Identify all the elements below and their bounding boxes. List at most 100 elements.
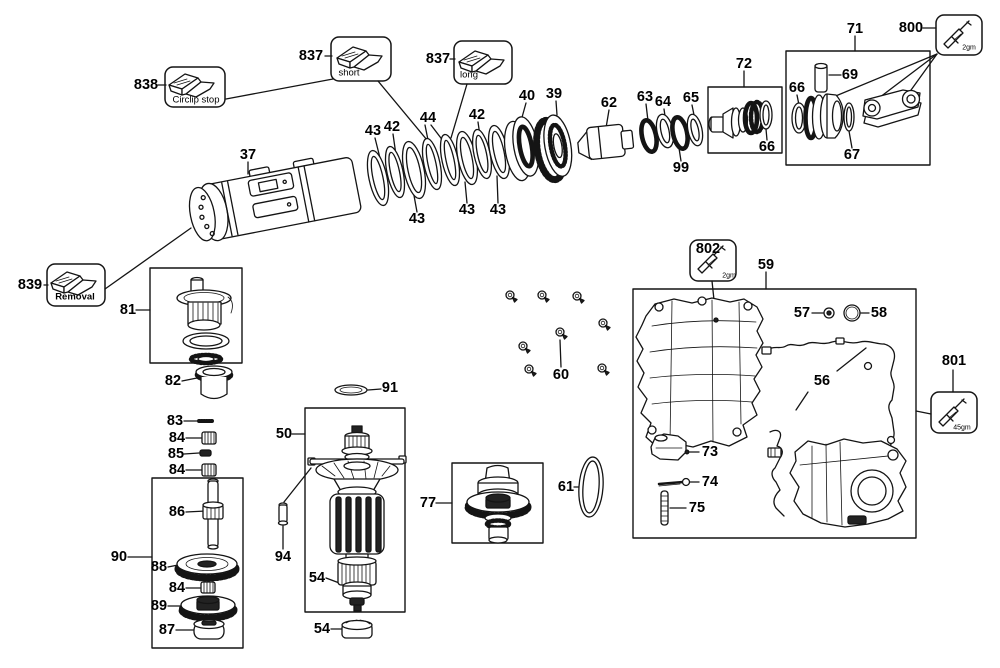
part-66-ring <box>759 100 773 130</box>
callout-54: 54 <box>313 620 331 637</box>
part-43-ring <box>401 140 427 200</box>
callout-73: 73 <box>701 443 719 460</box>
part-91-oring <box>334 384 368 396</box>
callout-58: 58 <box>870 304 888 321</box>
callout-56: 56 <box>813 372 831 389</box>
part-65-ring <box>686 113 704 147</box>
callout-84: 84 <box>168 461 186 478</box>
part-54-bearing <box>341 619 373 639</box>
callout-65: 65 <box>682 89 700 106</box>
callout-84: 84 <box>168 579 186 596</box>
callout-63: 63 <box>636 88 654 105</box>
callout-50: 50 <box>275 425 293 442</box>
callout-40: 40 <box>518 87 536 104</box>
part-connecting-rod <box>862 89 922 128</box>
part-84-spring <box>201 463 217 477</box>
box-72 <box>707 86 783 154</box>
callout-838: 838 <box>133 76 159 93</box>
part-63-ring <box>639 117 659 155</box>
callout-84: 84 <box>168 429 186 446</box>
callout-66: 66 <box>758 138 776 155</box>
part-94-pin <box>277 502 289 526</box>
callout-57: 57 <box>793 304 811 321</box>
box-90 <box>151 477 244 649</box>
part-89-gear <box>178 595 238 622</box>
callout-91: 91 <box>381 379 399 396</box>
part-84-spring <box>200 581 216 594</box>
callout-69: 69 <box>841 66 859 83</box>
leader-lines <box>43 27 954 631</box>
part-69-pin <box>814 62 828 93</box>
callout-77: 77 <box>419 494 437 511</box>
part-74-rod <box>657 477 691 487</box>
callout-83: 83 <box>166 412 184 429</box>
part-37-barrel <box>188 157 362 242</box>
callout-61: 61 <box>557 478 575 495</box>
callout-74: 74 <box>701 473 719 490</box>
grease-amount-2gm: 2gm <box>962 44 976 52</box>
part-77-gear <box>464 464 532 544</box>
part-72-spindle <box>708 99 766 139</box>
callout-44: 44 <box>419 109 437 126</box>
part-61-oring <box>578 456 604 518</box>
part-58-oring <box>843 304 861 322</box>
grease-amount-2gm: 2gm <box>722 272 736 280</box>
callout-82: 82 <box>164 372 182 389</box>
callout-43: 43 <box>489 201 507 218</box>
box-59 <box>632 288 917 539</box>
callout-94: 94 <box>274 548 292 565</box>
part-67-ring <box>843 102 855 132</box>
callout-43: 43 <box>408 210 426 227</box>
part-86-shaft <box>202 478 224 550</box>
part-39-ring-gear <box>533 114 573 184</box>
callout-42: 42 <box>468 106 486 123</box>
caption-short: short <box>338 67 360 79</box>
part-73-bracket <box>650 433 690 461</box>
part-43-ring <box>366 149 390 207</box>
callout-67: 67 <box>843 146 861 163</box>
caption-circlip-stop: Circlip stop <box>172 94 220 106</box>
caption-removal: Removal <box>55 291 95 303</box>
part-42-ring <box>471 128 493 180</box>
callout-81: 81 <box>119 301 137 318</box>
part-62-cylinder <box>577 123 635 161</box>
part-64-ring <box>655 113 675 149</box>
box-50 <box>304 407 406 613</box>
part-88-gear <box>174 553 240 582</box>
callout-64: 64 <box>654 93 672 110</box>
callout-89: 89 <box>150 597 168 614</box>
part-81-clutch <box>176 276 233 366</box>
callout-54: 54 <box>308 569 326 586</box>
callout-43: 43 <box>364 122 382 139</box>
part-87-sleeve <box>193 618 225 640</box>
part-85-pin <box>199 449 212 457</box>
caption-long: long <box>460 69 478 81</box>
callout-71: 71 <box>846 20 864 37</box>
callout-60: 60 <box>552 366 570 383</box>
callout-839: 839 <box>17 276 43 293</box>
part-42-ring <box>384 145 406 199</box>
callout-43: 43 <box>458 201 476 218</box>
part-99-ring <box>670 114 690 152</box>
part-piston <box>803 93 844 141</box>
callout-37: 37 <box>239 146 257 163</box>
callout-62: 62 <box>600 94 618 111</box>
callout-800: 800 <box>898 19 924 36</box>
callout-802: 802 <box>695 240 721 257</box>
callout-85: 85 <box>167 445 185 462</box>
callout-39: 39 <box>545 85 563 102</box>
callout-75: 75 <box>688 499 706 516</box>
callout-66: 66 <box>788 79 806 96</box>
part-84-spring <box>201 431 217 445</box>
grease-amount-45gm: 45gm <box>953 424 971 432</box>
callout-837: 837 <box>298 47 324 64</box>
callout-837: 837 <box>425 50 451 67</box>
part-66-ring <box>791 102 807 134</box>
part-57-grommet-center <box>826 310 832 316</box>
part-44-ring <box>421 137 443 191</box>
callout-88: 88 <box>150 558 168 575</box>
part-motor-housing-lower <box>789 438 907 528</box>
callout-87: 87 <box>158 621 176 638</box>
